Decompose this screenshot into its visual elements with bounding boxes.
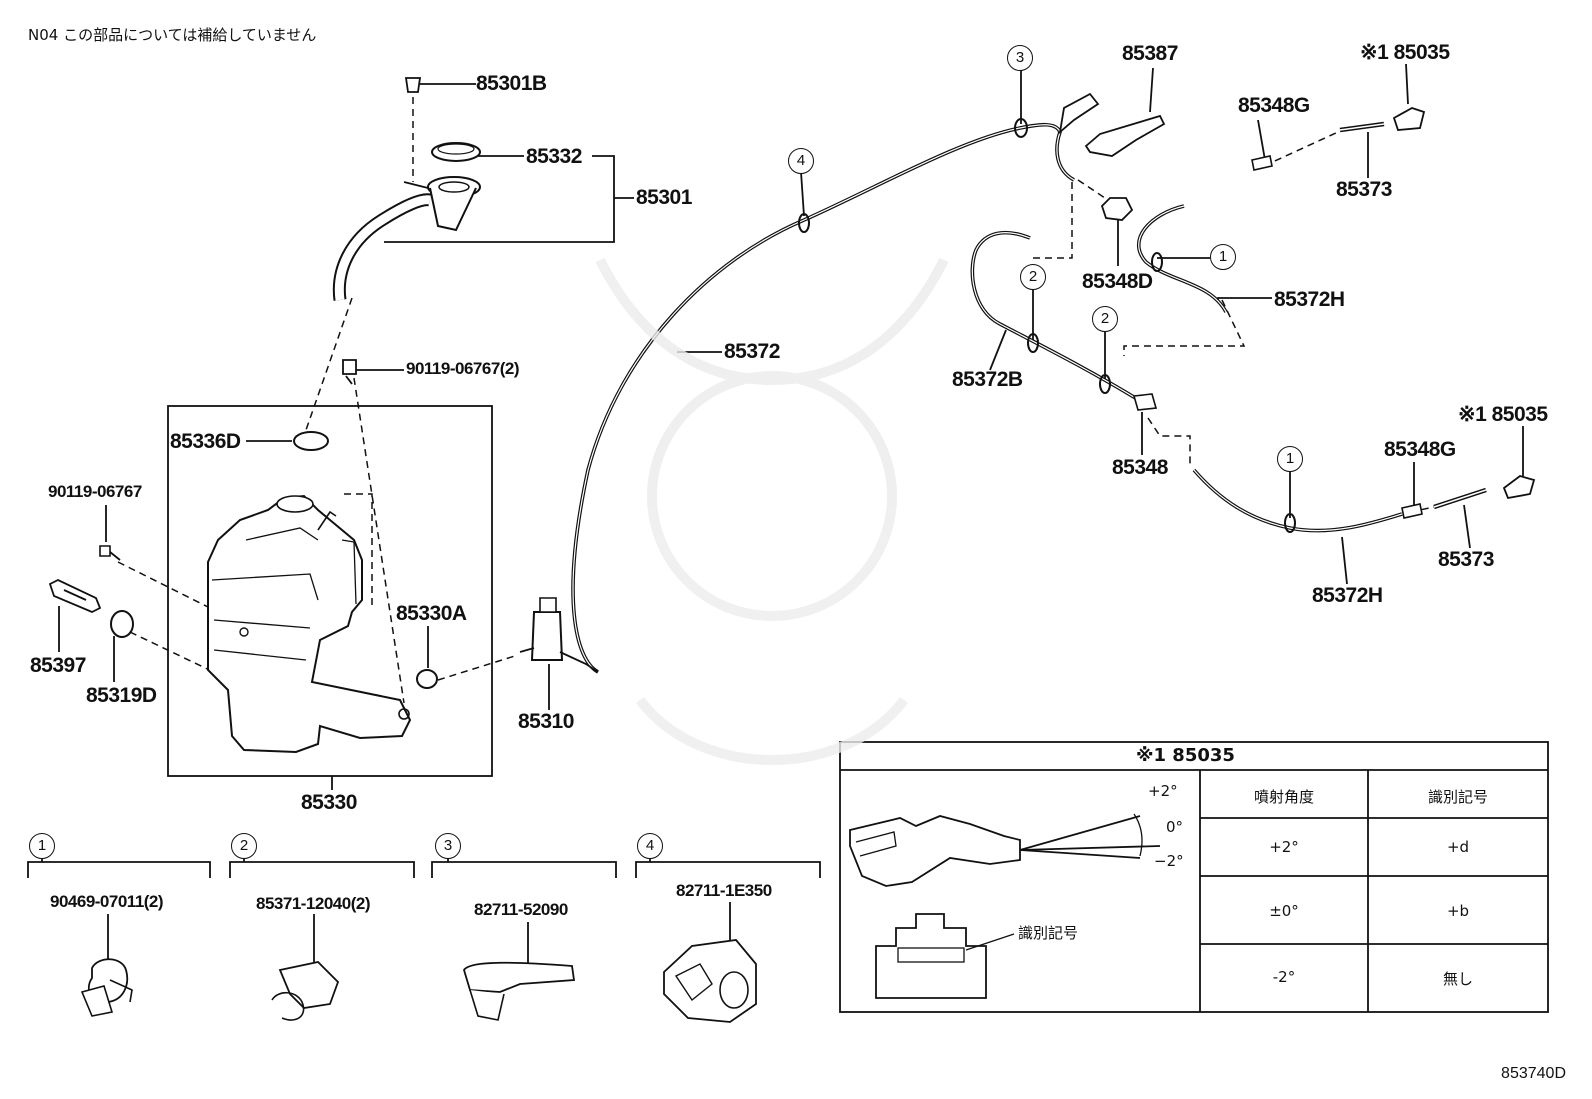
clip-legend-2-part: 85371-12040(2) <box>256 894 370 913</box>
callout-2-b: 2 <box>1092 306 1118 332</box>
label-85301: 85301 <box>636 186 692 209</box>
label-90119-06767: 90119-06767 <box>48 482 142 501</box>
label-85348G-bottom: 85348G <box>1384 438 1456 461</box>
label-85035-top: ※1 85035 <box>1360 41 1450 64</box>
figure-id: 853740D <box>1501 1065 1566 1082</box>
supply-note: N04 この部品については補給していません <box>28 26 317 44</box>
nozzle-table-row-1-angle: +2° <box>1269 838 1299 856</box>
spray-angle-plus: +2° <box>1148 782 1178 800</box>
label-85372H-top: 85372H <box>1274 288 1345 311</box>
label-85373-bottom: 85373 <box>1438 548 1494 571</box>
nozzle-table-row-3-mark: 無し <box>1442 970 1473 988</box>
label-85373-top: 85373 <box>1336 178 1392 201</box>
label-85336D: 85336D <box>170 430 241 453</box>
callout-3: 3 <box>1007 45 1033 71</box>
clip-legend-3-part: 82711-52090 <box>474 900 568 919</box>
spray-angle-zero: 0° <box>1166 818 1184 836</box>
label-90119-06767-2: 90119-06767(2) <box>406 359 520 378</box>
clip-legend-2-num: 2 <box>231 833 257 859</box>
label-85310: 85310 <box>518 710 574 733</box>
label-85348G-top: 85348G <box>1238 94 1310 117</box>
callout-1-a: 1 <box>1210 244 1236 270</box>
nozzle-table-row-1-mark: +d <box>1446 838 1470 856</box>
label-85372B: 85372B <box>952 368 1023 391</box>
label-85301B: 85301B <box>476 72 547 95</box>
label-85035-bottom: ※1 85035 <box>1458 403 1548 426</box>
nozzle-table-title: ※1 85035 <box>1136 745 1235 766</box>
nozzle-table-header-angle: 噴射角度 <box>1253 788 1314 806</box>
nozzle-table-row-3-angle: -2° <box>1272 968 1296 986</box>
clip-legend-1-part: 90469-07011(2) <box>50 892 164 911</box>
label-85372H-bottom: 85372H <box>1312 584 1383 607</box>
label-85332: 85332 <box>526 145 582 168</box>
label-85387: 85387 <box>1122 42 1178 65</box>
nozzle-table-row-2-mark: +b <box>1446 902 1470 920</box>
label-85330A: 85330A <box>396 602 467 625</box>
label-85348: 85348 <box>1112 456 1168 479</box>
label-85372: 85372 <box>724 340 780 363</box>
label-85348D: 85348D <box>1082 270 1153 293</box>
nozzle-table-row-2-angle: ±0° <box>1269 902 1299 920</box>
clip-legend-3-num: 3 <box>435 833 461 859</box>
spray-angle-minus: −2° <box>1154 852 1184 870</box>
label-85330: 85330 <box>301 791 357 814</box>
identification-mark-label: 識別記号 <box>1018 924 1079 942</box>
clip-legend-1-num: 1 <box>29 833 55 859</box>
callout-1-b: 1 <box>1277 446 1303 472</box>
clip-legend-4-num: 4 <box>637 833 663 859</box>
label-85319D: 85319D <box>86 684 157 707</box>
label-85397: 85397 <box>30 654 86 677</box>
clip-legend-4-part: 82711-1E350 <box>676 881 772 900</box>
callout-4: 4 <box>788 148 814 174</box>
nozzle-table-header-mark: 識別記号 <box>1427 788 1488 806</box>
callout-2-a: 2 <box>1020 264 1046 290</box>
